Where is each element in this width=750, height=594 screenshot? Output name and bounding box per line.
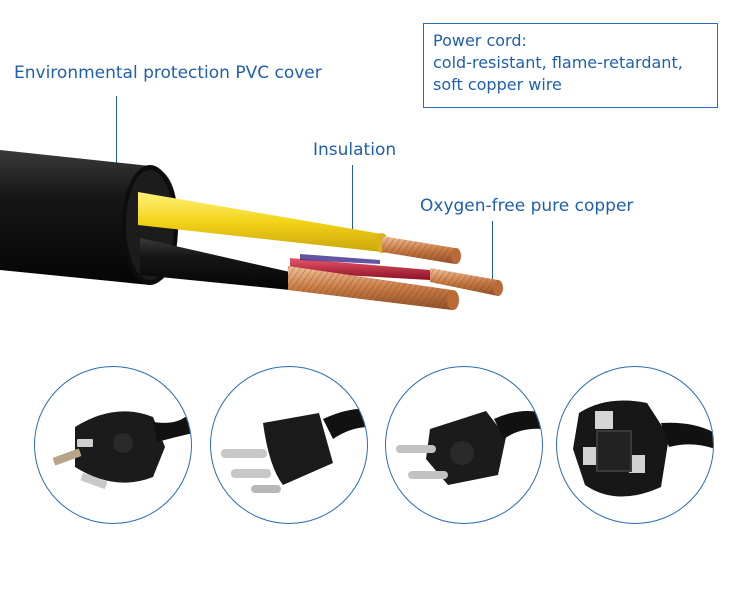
australian-plug-circle: [34, 366, 192, 524]
european-plug-circle: [385, 366, 543, 524]
info-title: Power cord:: [433, 31, 527, 50]
info-line-3: soft copper wire: [433, 75, 562, 94]
us-plug-icon: [221, 408, 367, 493]
insulation-leader-line: [352, 165, 353, 245]
uk-plug-icon: [573, 400, 713, 497]
us-plug-circle: [210, 366, 368, 524]
pvc-cover-label: Environmental protection PVC cover: [14, 63, 322, 83]
copper-label: Oxygen-free pure copper: [420, 196, 634, 216]
insulation-label: Insulation: [313, 140, 397, 160]
power-cord-info-box: Power cord: cold-resistant, flame-retard…: [423, 23, 718, 108]
european-plug-icon: [396, 411, 542, 485]
pvc-cover-leader-line: [116, 96, 117, 186]
uk-plug-circle: [556, 366, 714, 524]
cable-cross-section-illustration: [0, 150, 503, 310]
copper-leader-line: [492, 221, 493, 293]
australian-plug-icon: [52, 411, 191, 489]
info-line-2: cold-resistant, flame-retardant,: [433, 53, 683, 72]
